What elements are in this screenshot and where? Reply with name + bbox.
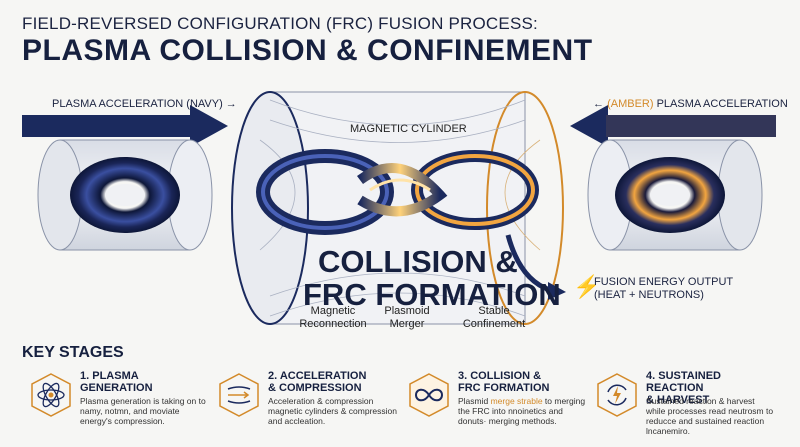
right-plasma-chamber [587, 139, 763, 251]
stage-2-title: 2. ACCELERATION& COMPRESSION [268, 370, 367, 394]
key-stages-heading: KEY STAGES [22, 344, 124, 361]
stage-4-body: Sustained reaction & harvest while proce… [646, 396, 774, 436]
left-acceleration-label: PLASMA ACCELERATION (NAVY) → [52, 98, 237, 110]
stage-2-body: Acceleration & compression magnetic cyli… [268, 396, 397, 426]
energy-output-arrow [505, 234, 566, 300]
title-line-2: PLASMA COLLISION & CONFINEMENT [22, 34, 593, 67]
right-acceleration-label: ← (AMBER) PLASMA ACCELERATION [593, 98, 788, 110]
left-acceleration-arrow [22, 105, 228, 147]
stage-1-body: Plasma generation is taking on to namy, … [80, 396, 206, 426]
stage-card-2: 2. ACCELERATION& COMPRESSION Acceleratio… [210, 368, 400, 440]
infinity-icon [409, 373, 449, 417]
right-acceleration-arrow [570, 105, 776, 147]
title-line-1: FIELD-REVERSED CONFIGURATION (FRC) FUSIO… [22, 14, 538, 33]
collision-title-line-1: COLLISION & [318, 244, 518, 279]
power-cycle-icon [597, 373, 637, 417]
collision-title-line-2: FRC FORMATION [303, 277, 561, 312]
left-plasma-chamber [37, 139, 213, 251]
stage-3-body: Plasmid merge strable to merging the FRC… [458, 396, 586, 426]
stage-card-4: 4. SUSTAINED REACTION& HARVEST Sustained… [588, 368, 778, 440]
compression-icon [219, 373, 259, 417]
magnetic-cylinder-label: MAGNETIC CYLINDER [350, 123, 467, 135]
stage-3-title: 3. COLLISION &FRC FORMATION [458, 370, 550, 394]
stage-card-3: 3. COLLISION &FRC FORMATION Plasmid merg… [400, 368, 590, 440]
magnetic-cylinder [231, 91, 564, 325]
atom-icon [31, 373, 71, 417]
lightning-icon: ⚡ [573, 274, 601, 299]
stage-4-title: 4. SUSTAINED REACTION& HARVEST [646, 370, 721, 406]
fusion-output-label: FUSION ENERGY OUTPUT (HEAT + NEUTRONS) [594, 276, 734, 301]
